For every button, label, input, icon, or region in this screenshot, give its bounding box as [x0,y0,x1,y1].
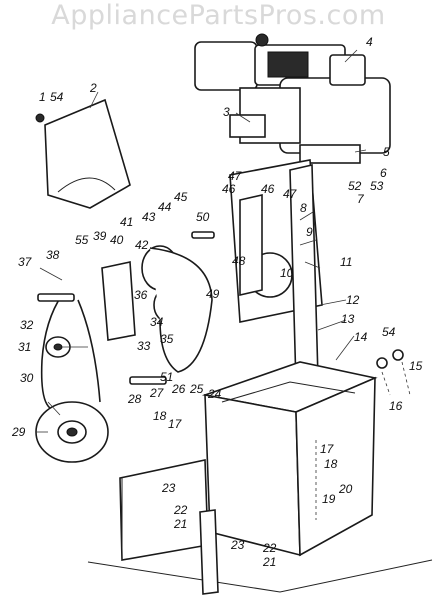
callout-16: 16 [389,399,403,413]
callout-48: 48 [232,254,246,268]
callout-6: 6 [380,166,387,180]
frame [229,159,323,387]
callout-46a: 46 [222,182,236,196]
callout-47a: 47 [228,169,243,183]
callout-14: 14 [354,330,368,344]
callout-22b: 22 [262,541,277,555]
callout-7: 7 [357,192,365,206]
drive-pulley [35,294,109,463]
callout-35: 35 [160,332,174,346]
callout-labels: 1 2 3 4 5 6 7 8 9 10 11 12 13 14 15 16 1… [11,35,423,569]
ground-line [87,559,433,593]
belt-cover [44,98,131,209]
callout-21b: 21 [262,555,276,569]
callout-42: 42 [135,238,149,252]
callout-25: 25 [189,382,204,396]
callout-23b: 23 [230,538,245,552]
callout-34: 34 [150,315,164,329]
callout-21a: 21 [173,517,187,531]
pulley-assembly [101,245,213,373]
callout-43: 43 [142,210,156,224]
callout-36: 36 [134,288,148,302]
callout-12: 12 [346,293,360,307]
callout-51: 51 [160,370,173,384]
callout-47b: 47 [283,187,298,201]
watermark: AppliancePartsPros.com [51,0,386,31]
callout-23a: 23 [161,481,176,495]
callout-41: 41 [120,215,133,229]
callout-8: 8 [300,201,307,215]
callout-17a: 17 [168,417,183,431]
callout-28: 28 [127,392,142,406]
callout-9: 9 [306,225,313,239]
callout-44: 44 [158,200,172,214]
callout-49: 49 [206,287,220,301]
callout-31: 31 [18,340,31,354]
callout-29: 29 [11,425,26,439]
callout-2: 2 [89,81,97,95]
callout-54b: 54 [382,325,396,339]
callout-52: 52 [348,179,362,193]
bolts [35,113,404,385]
callout-5: 5 [383,145,390,159]
engine [194,33,391,164]
callout-15: 15 [409,359,423,373]
callout-38: 38 [46,248,60,262]
callout-4: 4 [366,35,373,49]
callout-10: 10 [280,266,294,280]
callout-45: 45 [174,190,188,204]
callout-17b: 17 [320,442,335,456]
callout-26: 26 [171,382,186,396]
callout-18b: 18 [324,457,338,471]
callout-30: 30 [20,371,34,385]
callout-33: 33 [137,339,151,353]
callout-27: 27 [149,386,165,400]
callout-11: 11 [340,255,352,269]
callout-50: 50 [196,210,210,224]
callout-20: 20 [338,482,353,496]
callout-37: 37 [18,255,33,269]
callout-40: 40 [110,233,124,247]
callout-39: 39 [93,229,107,243]
lower-housing [119,361,378,595]
callout-32: 32 [20,318,34,332]
callout-18a: 18 [153,409,167,423]
callout-22a: 22 [173,503,188,517]
callout-13: 13 [341,312,355,326]
callout-54a: 54 [50,90,64,104]
callout-1: 1 [39,90,46,104]
callout-3: 3 [223,105,230,119]
leader-lines [36,49,411,520]
callout-53: 53 [370,179,384,193]
callout-46b: 46 [261,182,275,196]
callout-19: 19 [322,492,336,506]
callout-55: 55 [75,233,89,247]
callout-24: 24 [207,387,222,401]
